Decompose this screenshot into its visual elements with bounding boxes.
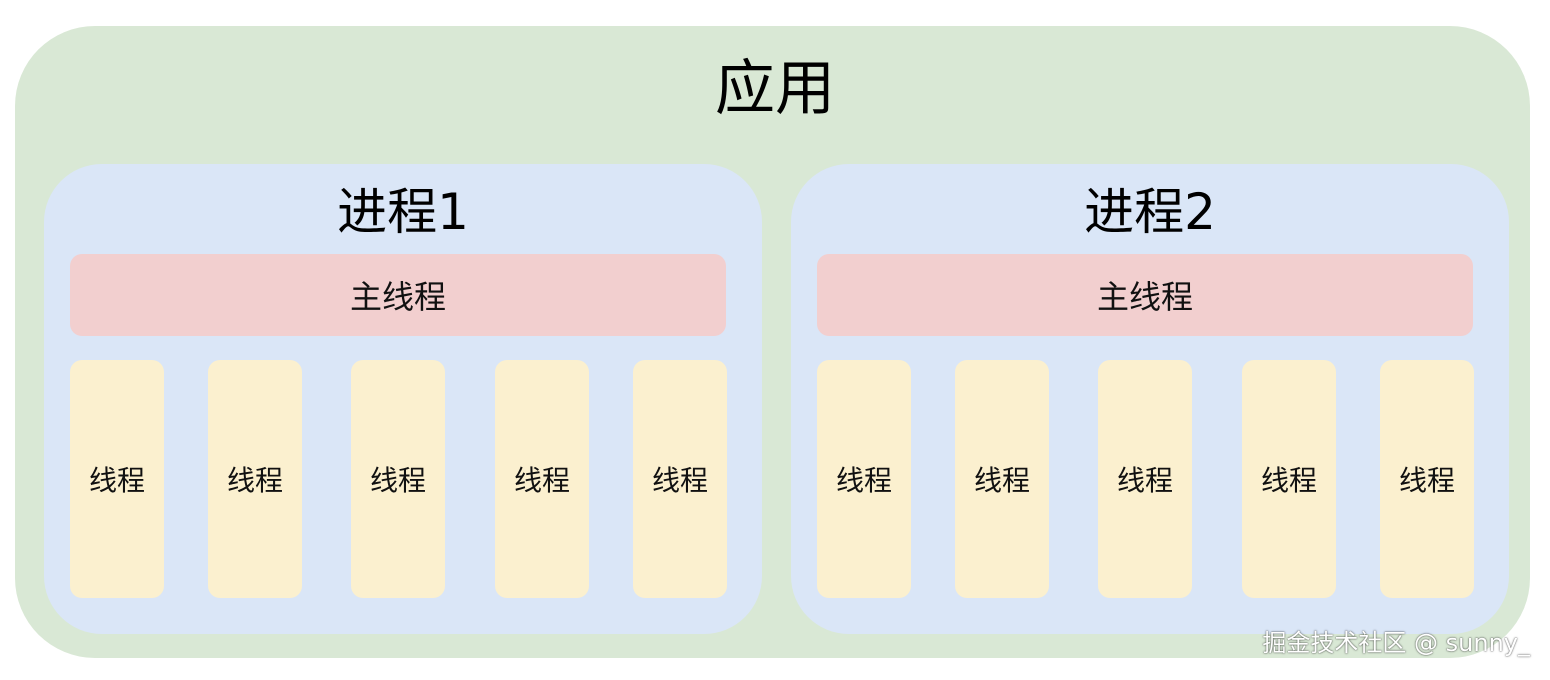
process-2-thread-5: 线程 <box>1380 360 1474 598</box>
process-2-thread-3: 线程 <box>1098 360 1192 598</box>
process-1-thread-5: 线程 <box>633 360 727 598</box>
process-1-thread-1: 线程 <box>70 360 164 598</box>
process-1-thread-4: 线程 <box>495 360 589 598</box>
process-2-title: 进程2 <box>1084 183 1216 241</box>
process-1-main-thread: 主线程 <box>70 254 726 336</box>
process-2: 进程2 主线程 线程 线程 线程 线程 线程 <box>791 164 1509 634</box>
process-1-thread-2: 线程 <box>208 360 302 598</box>
process-1-thread-3: 线程 <box>351 360 445 598</box>
process-1-title: 进程1 <box>337 183 469 241</box>
watermark: 掘金技术社区 @ sunny_ <box>1262 629 1530 657</box>
process-2-thread-1: 线程 <box>817 360 911 598</box>
app-title: 应用 <box>715 54 835 124</box>
process-2-thread-4: 线程 <box>1242 360 1336 598</box>
process-2-thread-2: 线程 <box>955 360 1049 598</box>
process-2-main-thread: 主线程 <box>817 254 1473 336</box>
process-1: 进程1 主线程 线程 线程 线程 线程 线程 <box>44 164 762 634</box>
